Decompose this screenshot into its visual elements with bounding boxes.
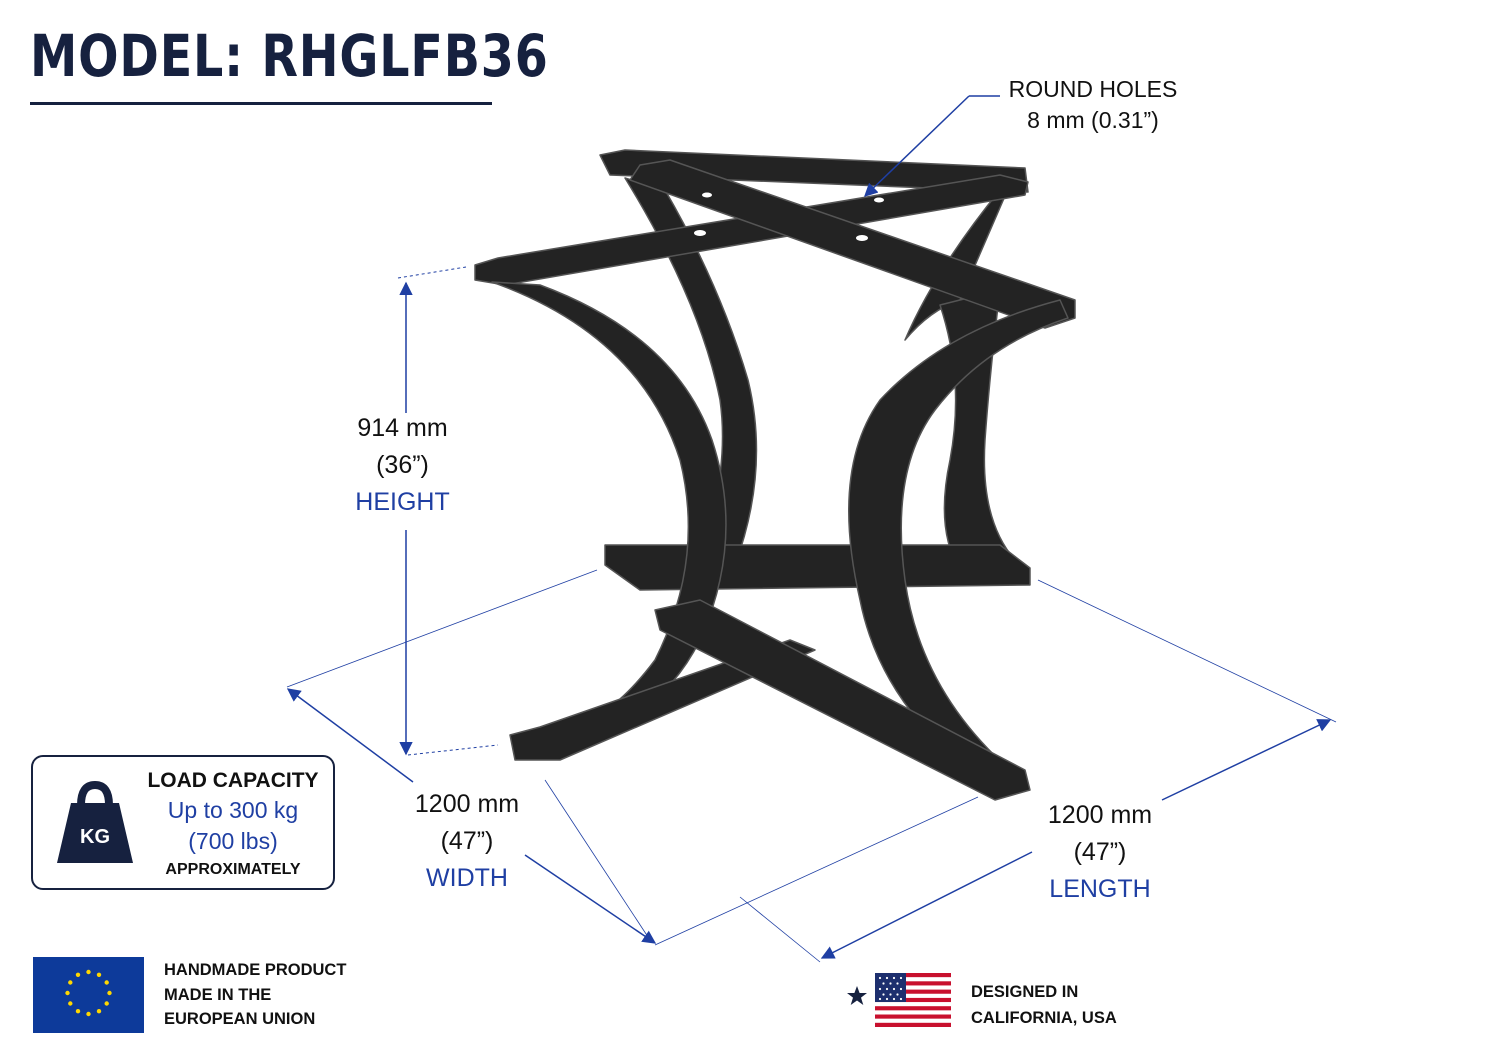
mount-hole-4 <box>856 235 868 241</box>
holes-leader-arrow <box>864 95 970 197</box>
mount-hole-3 <box>874 197 884 203</box>
length-arrow-left <box>820 851 1033 959</box>
holes-size: 8 mm (0.31”) <box>1027 107 1159 133</box>
table-base-illustration <box>474 149 1076 801</box>
eu-origin-line2: MADE IN THE <box>164 985 272 1004</box>
width-caption: WIDTH <box>426 864 508 892</box>
holes-callout: ROUND HOLES 8 mm (0.31”) <box>1000 74 1186 136</box>
load-capacity-note: APPROXIMATELY <box>165 861 301 878</box>
bottom-rail-back <box>604 544 1031 591</box>
width-extension-back <box>286 569 598 688</box>
length-extension-left <box>544 779 651 941</box>
us-flag-icon <box>875 973 951 1027</box>
top-beam-a <box>474 174 1029 286</box>
top-beam-back <box>599 149 1029 193</box>
us-design-line2: CALIFORNIA, USA <box>971 1009 1117 1027</box>
width-imperial: (47”) <box>440 827 494 855</box>
us-design-line1: DESIGNED IN <box>971 983 1079 1001</box>
load-capacity-panel: KG LOAD CAPACITY Up to 300 kg (700 lbs) … <box>31 755 335 890</box>
width-callout: 1200 mm (47”) WIDTH <box>393 786 541 897</box>
top-beam-b <box>629 159 1076 329</box>
front-left-leg <box>491 281 727 726</box>
length-imperial: (47”) <box>1073 838 1127 866</box>
weight-icon-text: KG <box>80 826 110 848</box>
weight-icon: KG <box>57 780 133 863</box>
height-extension-bottom <box>407 744 499 756</box>
height-caption: HEIGHT <box>355 488 450 516</box>
width-extension-front <box>654 796 979 946</box>
height-callout: 914 mm (36”) HEIGHT <box>330 410 475 521</box>
height-imperial: (36”) <box>376 451 429 479</box>
load-capacity-text: LOAD CAPACITY Up to 300 kg (700 lbs) APP… <box>133 767 333 883</box>
dimension-lines <box>286 95 1337 963</box>
width-arrow-front <box>524 854 657 944</box>
length-metric: 1200 mm <box>1047 801 1153 829</box>
eu-flag-icon <box>33 957 144 1033</box>
length-caption: LENGTH <box>1049 875 1151 903</box>
width-metric: 1200 mm <box>414 790 520 818</box>
length-extension-bottom <box>739 896 821 963</box>
mount-hole-2 <box>702 192 712 198</box>
page-title: MODEL: RHGLFB36 <box>30 22 549 90</box>
height-metric: 914 mm <box>357 414 448 442</box>
length-callout: 1200 mm (47”) LENGTH <box>1024 797 1176 908</box>
holes-label: ROUND HOLES <box>1008 76 1178 102</box>
length-arrow-right <box>1161 719 1332 801</box>
length-extension-right <box>1037 579 1337 723</box>
title-underline <box>30 102 492 105</box>
eu-origin-line1: HANDMADE PRODUCT <box>164 961 347 979</box>
load-capacity-kg: Up to 300 kg <box>167 797 299 823</box>
eu-origin-text: HANDMADE PRODUCT MADE IN THE EUROPEAN UN… <box>164 958 346 1032</box>
star-icon <box>847 986 867 1005</box>
width-arrow-back <box>286 688 414 783</box>
height-extension-top <box>397 266 467 279</box>
load-capacity-title: LOAD CAPACITY <box>147 769 319 792</box>
mount-hole-1 <box>694 230 706 236</box>
us-design-text: DESIGNED IN CALIFORNIA, USA <box>971 979 1117 1031</box>
bottom-rail-front-b <box>654 599 1031 801</box>
load-capacity-lbs: (700 lbs) <box>188 828 278 854</box>
eu-origin-line3: EUROPEAN UNION <box>164 1010 316 1028</box>
